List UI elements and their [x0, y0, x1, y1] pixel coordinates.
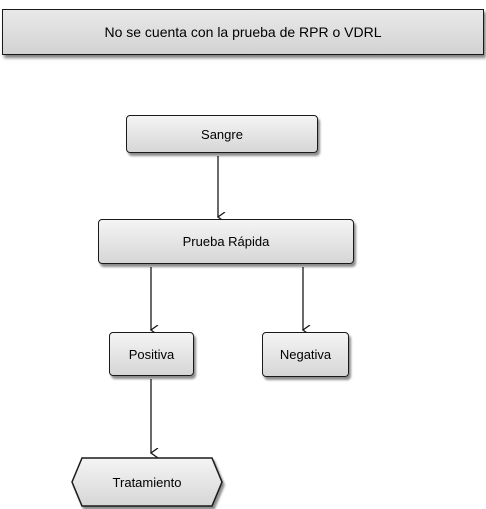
node-tratamiento-label: Tratamiento — [113, 475, 182, 490]
header-title-box: No se cuenta con la prueba de RPR o VDRL — [2, 9, 484, 55]
page-title: No se cuenta con la prueba de RPR o VDRL — [104, 24, 382, 40]
node-prueba-rapida: Prueba Rápida — [98, 219, 354, 264]
node-positiva-label: Positiva — [128, 346, 175, 362]
node-positiva: Positiva — [109, 332, 194, 376]
node-negativa-label: Negativa — [279, 347, 332, 362]
node-negativa: Negativa — [262, 332, 349, 377]
node-sangre-label: Sangre — [201, 126, 243, 142]
node-sangre: Sangre — [126, 115, 318, 153]
node-prueba-rapida-label: Prueba Rápida — [182, 234, 270, 249]
node-tratamiento-shape — [71, 457, 223, 507]
